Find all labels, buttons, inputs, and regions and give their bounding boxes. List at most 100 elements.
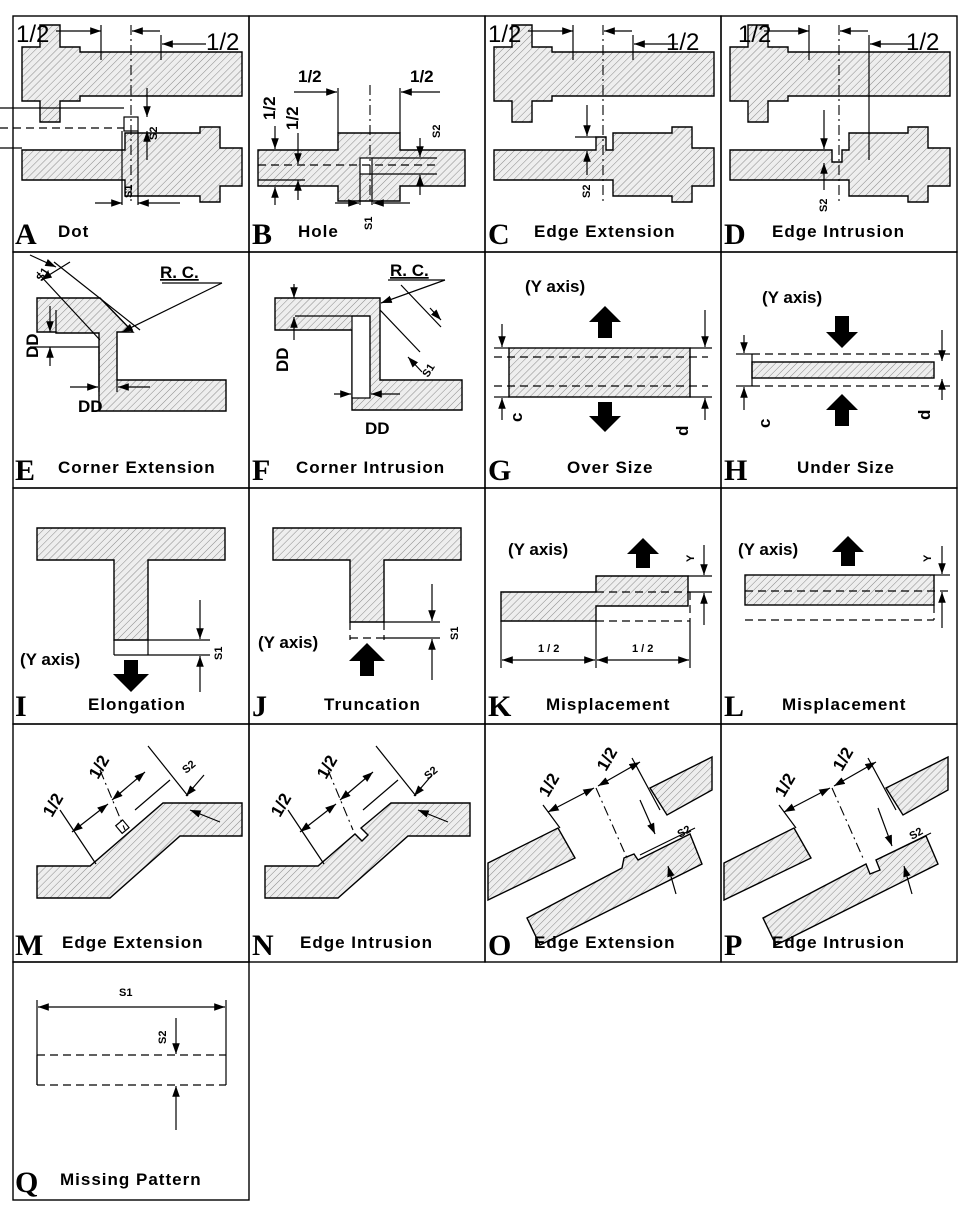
dim-half-right: 1/2 xyxy=(906,29,939,56)
panel-letter: I xyxy=(15,690,27,723)
panel-letter: M xyxy=(15,929,43,962)
panel-letter: N xyxy=(252,929,274,962)
dim-s2: S2 xyxy=(157,1031,169,1044)
panel-letter: J xyxy=(252,690,267,723)
panel-letter: G xyxy=(488,454,511,487)
panel-title: Edge Intrusion xyxy=(772,222,905,241)
dim-s1: S1 xyxy=(123,185,135,198)
dim-half-left: 1/2 xyxy=(488,21,521,48)
dim-dd-horizontal: DD xyxy=(78,397,103,416)
dim-s1: S1 xyxy=(213,647,225,660)
dim-half-b: 1/2 xyxy=(829,744,857,774)
dim-half-b: 1/2 xyxy=(85,752,113,782)
rc-label: R. C. xyxy=(160,263,199,282)
dim-half-a: 1/2 xyxy=(535,770,563,800)
panel-q: S1 S2 Q Missing Pattern xyxy=(15,987,227,1199)
panel-title: Edge Intrusion xyxy=(772,933,905,952)
panel-letter: P xyxy=(724,929,742,962)
panel-title: Over Size xyxy=(567,458,654,477)
panel-title: Dot xyxy=(58,222,89,241)
grid-borders xyxy=(12,15,958,1201)
dim-s2: S2 xyxy=(180,758,198,776)
panel-o: 1/2 1/2 S2 O Edge Extension xyxy=(487,744,713,962)
panel-j: (Y axis) S1 J Truncation xyxy=(252,527,462,723)
dim-dd-vertical: DD xyxy=(23,333,42,358)
panel-m: 1/2 1/2 S2 M Edge Extension xyxy=(15,745,243,962)
dim-s2: S2 xyxy=(148,127,160,140)
dim-d: d xyxy=(673,426,692,436)
dim-s2: S2 xyxy=(908,825,926,842)
panel-l: (Y axis) Y L Misplacement xyxy=(724,536,950,723)
panel-d: 1/2 1/2 S2 D Edge Intrusion xyxy=(724,21,951,251)
panel-letter: Q xyxy=(15,1166,38,1199)
panel-title: Misplacement xyxy=(782,695,906,714)
arrow-up-icon xyxy=(589,306,621,338)
dim-dd-horizontal: DD xyxy=(365,419,390,438)
panel-title: Misplacement xyxy=(546,695,670,714)
dim-s2: S2 xyxy=(422,764,440,782)
dim-y: Y xyxy=(685,554,697,562)
panel-title: Corner Intrusion xyxy=(296,458,445,477)
dim-s1: S1 xyxy=(363,217,375,230)
panel-title: Corner Extension xyxy=(58,458,216,477)
dim-half-a: 1/2 xyxy=(771,770,799,800)
axis-label: (Y axis) xyxy=(258,633,318,652)
dim-half-left: 1/2 xyxy=(16,21,49,48)
panel-n: 1/2 1/2 S2 N Edge Intrusion xyxy=(252,745,471,962)
panel-letter: B xyxy=(252,218,272,251)
panel-letter: D xyxy=(724,218,746,251)
dim-half-left: 1/2 xyxy=(738,21,771,48)
panel-title: Under Size xyxy=(797,458,895,477)
panel-title: Elongation xyxy=(88,695,186,714)
arrow-down-icon xyxy=(826,316,858,348)
axis-label: (Y axis) xyxy=(738,540,798,559)
panel-e: S1 R. C. DD DD E Corner Extension xyxy=(15,254,227,487)
dim-d: d xyxy=(915,410,934,420)
arrow-up-icon xyxy=(627,538,659,568)
dim-c: c xyxy=(507,413,526,422)
dim-c: c xyxy=(755,419,774,428)
dim-half-top-left: 1/2 xyxy=(298,67,322,86)
dim-s1: S1 xyxy=(34,266,51,284)
dim-s2: S2 xyxy=(431,125,443,138)
dim-dd-vertical: DD xyxy=(273,347,292,372)
panel-a: 1/2 1/2 S2 S1 A Dot xyxy=(0,21,243,251)
panel-c: 1/2 1/2 S2 C Edge Extension xyxy=(488,21,715,251)
dim-s2: S2 xyxy=(676,823,694,840)
dim-half-right: 1/2 xyxy=(206,29,239,56)
dim-s1: S1 xyxy=(420,362,437,380)
dim-half-top-right: 1/2 xyxy=(410,67,434,86)
panel-letter: F xyxy=(252,454,270,487)
panel-letter: H xyxy=(724,454,747,487)
panel-title: Edge Extension xyxy=(534,933,676,952)
panel-b: 1/2 1/2 1/2 1/2 S2 S1 B Hole xyxy=(252,67,466,251)
panel-f: S1 R. C. DD DD F Corner Intrusion xyxy=(252,261,463,487)
panel-title: Truncation xyxy=(324,695,421,714)
axis-label: (Y axis) xyxy=(508,540,568,559)
panel-g: (Y axis) c d G Over Size xyxy=(488,277,712,487)
dim-half-side-2: 1/2 xyxy=(283,106,302,130)
rc-label: R. C. xyxy=(390,261,429,280)
panel-p: 1/2 1/2 S2 P Edge Intrusion xyxy=(723,744,949,962)
dim-s1: S1 xyxy=(449,627,461,640)
dim-half-right: 1 / 2 xyxy=(632,643,653,655)
panel-letter: K xyxy=(488,690,512,723)
dim-s2: S2 xyxy=(818,199,830,212)
panel-letter: L xyxy=(724,690,744,723)
panel-k: (Y axis) Y 1 / 2 1 / 2 K Misplacement xyxy=(488,538,712,723)
panel-title: Missing Pattern xyxy=(60,1170,202,1189)
panel-letter: A xyxy=(15,218,37,251)
axis-label: (Y axis) xyxy=(20,650,80,669)
panel-title: Edge Extension xyxy=(62,933,204,952)
panel-letter: O xyxy=(488,929,511,962)
dim-half-b: 1/2 xyxy=(313,752,341,782)
panel-letter: E xyxy=(15,454,35,487)
panel-title: Edge Extension xyxy=(534,222,676,241)
dim-half-left: 1 / 2 xyxy=(538,643,559,655)
dim-s2: S2 xyxy=(581,185,593,198)
panel-i: (Y axis) S1 I Elongation xyxy=(15,527,226,723)
arrow-down-icon xyxy=(589,402,621,432)
panel-letter: C xyxy=(488,218,510,251)
panel-title: Edge Intrusion xyxy=(300,933,433,952)
axis-label: (Y axis) xyxy=(762,288,822,307)
